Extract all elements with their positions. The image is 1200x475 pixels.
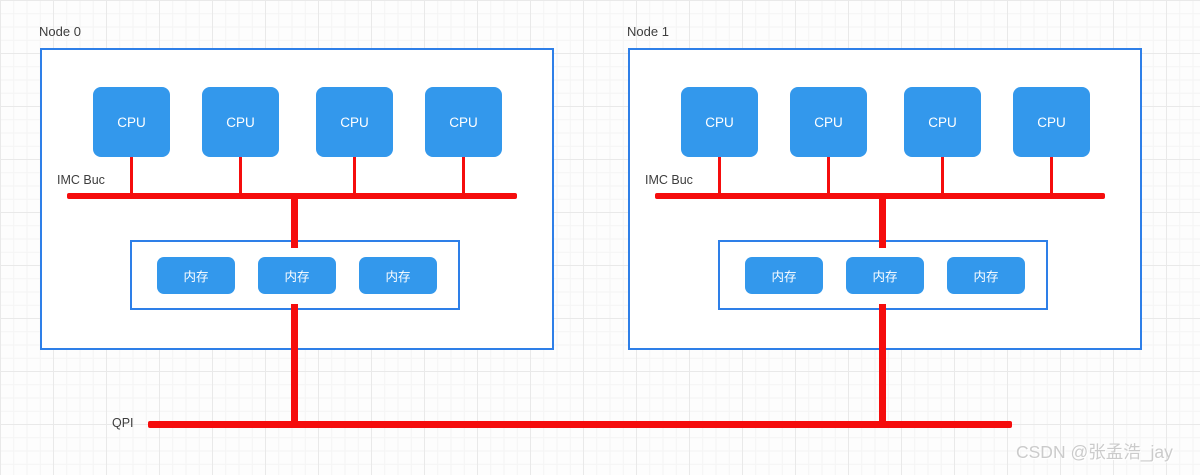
cpu-bus-connector-line [130, 156, 133, 196]
cpu-bus-connector-line [239, 156, 242, 196]
cpu-box: CPU [1013, 87, 1090, 157]
memory-box: 内存 [745, 257, 823, 294]
cpu-bus-connector-line [941, 156, 944, 196]
node-1-box: Node 1 CPU CPU CPU CPU IMC Buc 内存 内存 内存 [627, 24, 1142, 428]
cpu-bus-connector-line [353, 156, 356, 196]
cpu-bus-connector-line [827, 156, 830, 196]
cpu-box: CPU [316, 87, 393, 157]
qpi-bus-label: QPI [112, 416, 134, 430]
memory-box: 内存 [947, 257, 1025, 294]
memory-group-box: 内存 内存 内存 [130, 240, 460, 310]
node-1-label: Node 1 [627, 24, 669, 39]
cpu-box: CPU [681, 87, 758, 157]
cpu-box: CPU [93, 87, 170, 157]
memory-box: 内存 [846, 257, 924, 294]
memory-box: 内存 [157, 257, 235, 294]
memory-box: 内存 [359, 257, 437, 294]
node-0-label: Node 0 [39, 24, 81, 39]
cpu-box: CPU [202, 87, 279, 157]
watermark-text: CSDN @张孟浩_jay [1016, 442, 1173, 462]
memory-box: 内存 [258, 257, 336, 294]
cpu-box: CPU [904, 87, 981, 157]
imc-bus-label: IMC Buc [645, 173, 693, 187]
bus-to-memory-line [879, 195, 886, 248]
memory-to-qpi-line [879, 304, 886, 428]
cpu-bus-connector-line [462, 156, 465, 196]
bus-to-memory-line [291, 195, 298, 248]
imc-bus-label: IMC Buc [57, 173, 105, 187]
cpu-bus-connector-line [718, 156, 721, 196]
cpu-bus-connector-line [1050, 156, 1053, 196]
memory-to-qpi-line [291, 304, 298, 428]
cpu-box: CPU [425, 87, 502, 157]
cpu-box: CPU [790, 87, 867, 157]
memory-group-box: 内存 内存 内存 [718, 240, 1048, 310]
qpi-bus-line [148, 421, 1012, 428]
node-0-box: Node 0 CPU CPU CPU CPU IMC Buc 内存 内存 内存 [39, 24, 554, 428]
